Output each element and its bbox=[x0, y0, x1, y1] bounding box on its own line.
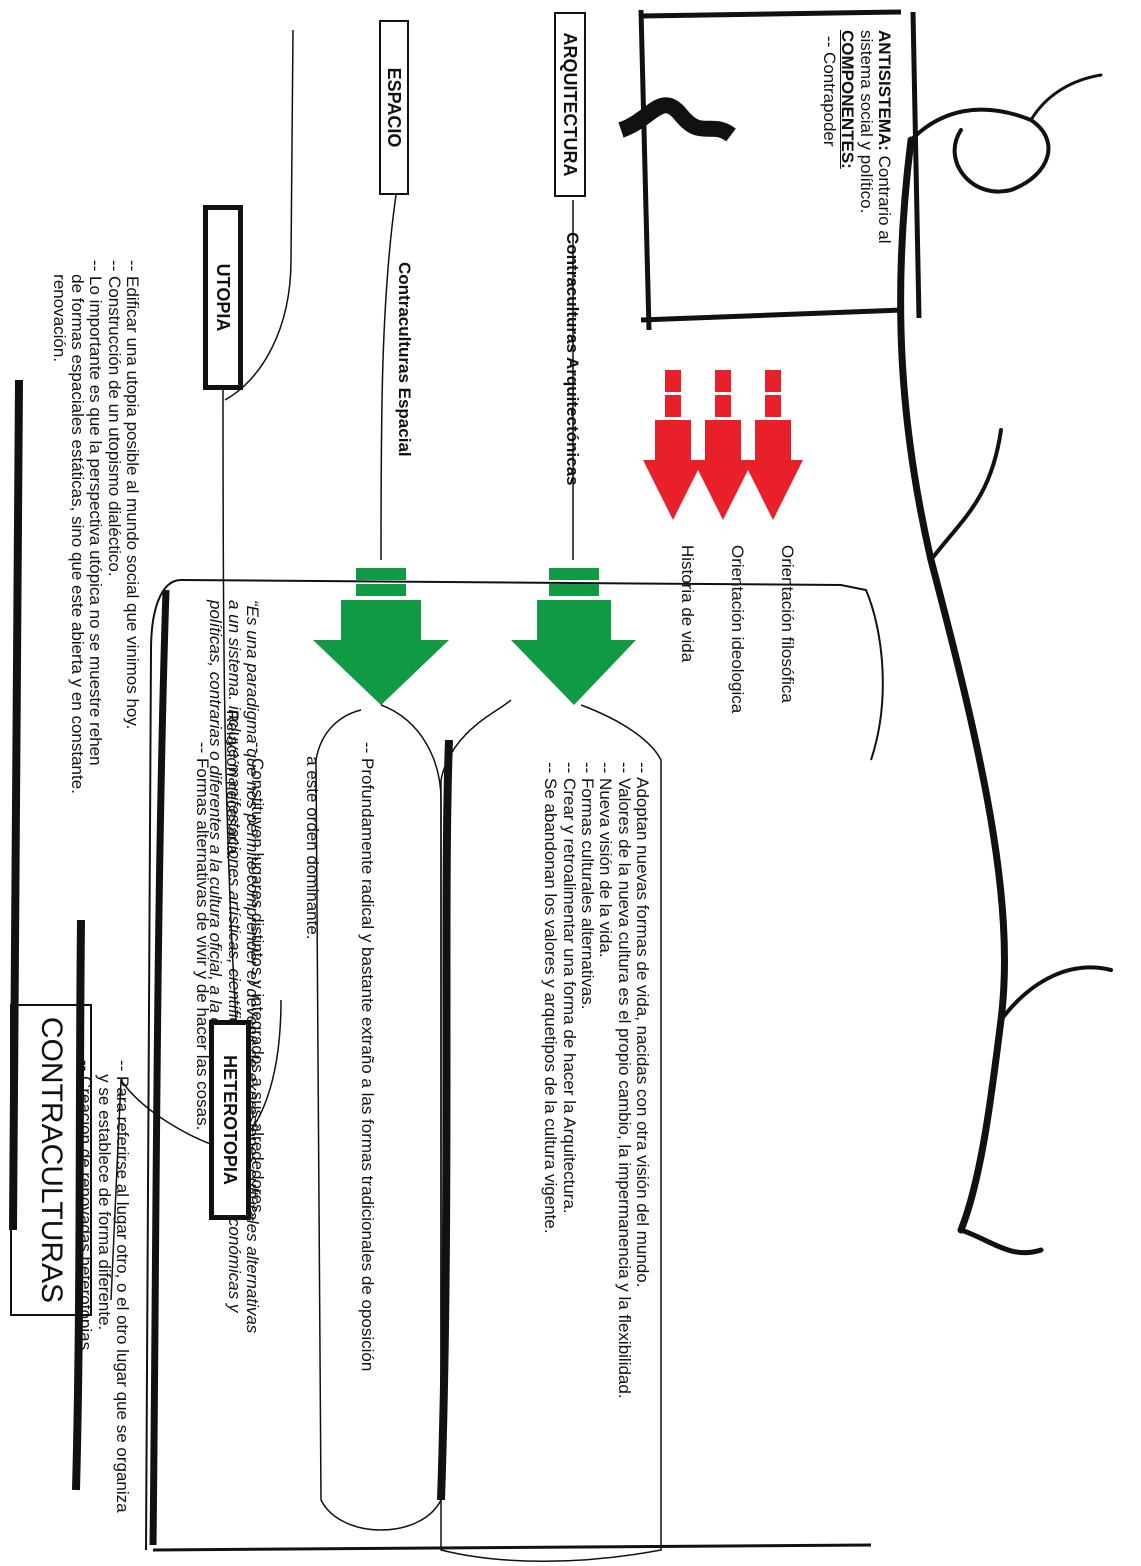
node-utopia: UTOPIA bbox=[203, 205, 243, 390]
list-item: -- Construcción de un utopismo dialéctic… bbox=[104, 260, 124, 577]
espacio-list: -- Profundamente radical y bastante extr… bbox=[156, 742, 413, 1371]
heterotopia-list: -- Para referirse al lugar otro, o el ot… bbox=[76, 1060, 132, 1513]
red-arrow bbox=[693, 370, 753, 520]
list-item: de formas espaciales estáticas, sino que… bbox=[67, 260, 87, 794]
antisistema-frame bbox=[638, 9, 922, 331]
orientation-item: Orientación ideologica bbox=[728, 545, 747, 714]
node-arquitectura-label: ARQUITECTURA bbox=[560, 32, 581, 177]
orientation-item: Historia de vida bbox=[678, 545, 697, 663]
green-arrow bbox=[313, 568, 449, 705]
antisistema-text-2: sistema social y político. bbox=[856, 30, 876, 214]
node-arquitectura: ARQUITECTURA bbox=[554, 12, 586, 197]
list-item: -- Formas culturales alternativas. bbox=[577, 762, 597, 1010]
list-item: -- Adoptan nuevas formas de vida, nacida… bbox=[633, 762, 652, 1288]
node-utopia-label: UTOPIA bbox=[213, 263, 234, 332]
list-item: -- Valores de la nueva cultura es el pro… bbox=[614, 762, 634, 1399]
list-item: renovación. bbox=[49, 260, 69, 363]
list-item: -- Nueva visión de la vida. bbox=[596, 762, 616, 958]
branch-label-espacial: Contraculturas Espacial bbox=[395, 262, 414, 457]
page-title: CONTRACULTURAS bbox=[35, 1016, 68, 1304]
knot-connector bbox=[617, 97, 736, 142]
node-espacio: ESPACIO bbox=[379, 20, 409, 195]
green-arrows bbox=[313, 568, 636, 705]
list-item: -- Profundamente radical y bastante extr… bbox=[358, 742, 378, 1372]
node-espacio-label: ESPACIO bbox=[384, 67, 405, 148]
list-item: -- Creación de renovadas heterotopias. bbox=[76, 1060, 96, 1355]
branch-label-arquitectonicas: Contraculturas Arquitectónicas bbox=[563, 232, 582, 486]
list-item: -- Constituyen lugares distintos y integ… bbox=[248, 742, 268, 1223]
red-arrow bbox=[743, 370, 803, 520]
utopia-list: -- Edificar una utopia posible al mundo … bbox=[49, 260, 142, 794]
brush-strokes bbox=[9, 379, 453, 1501]
list-item: -- Crear y retroalimentar una forma de h… bbox=[559, 762, 579, 1214]
connector-lines bbox=[110, 29, 662, 1562]
list-item: a este orden dominante. bbox=[303, 742, 323, 940]
antisistema-block: ANTISISTEMA: Contrario al sistema social… bbox=[819, 30, 894, 244]
list-item: -- Se abandonan los valores y arquetipos… bbox=[541, 762, 561, 1234]
list-item: -- Formas alternativas de vivir y de hac… bbox=[193, 742, 213, 1131]
tree-illustration bbox=[897, 73, 1113, 1256]
red-arrow bbox=[643, 370, 703, 520]
list-item: -- Lo importante es que la perspectiva u… bbox=[86, 260, 106, 766]
list-item: -- Para referirse al lugar otro, o el ot… bbox=[113, 1060, 132, 1513]
arquitectura-list: -- Adoptan nuevas formas de vida, nacida… bbox=[541, 762, 652, 1399]
antisistema-label: ANTISISTEMA: bbox=[875, 30, 894, 151]
antisistema-text: Contrario al bbox=[875, 150, 894, 244]
green-arrow bbox=[511, 568, 636, 705]
list-item: y se establece de forma diferente. bbox=[94, 1060, 114, 1331]
red-arrows bbox=[643, 370, 803, 520]
list-item: -- Edificar una utopia posible al mundo … bbox=[123, 260, 142, 730]
componentes-label: COMPONENTES: bbox=[838, 30, 858, 169]
contrapoder-item: -- Contrapoder bbox=[819, 36, 839, 147]
quote-outline bbox=[145, 578, 884, 1552]
orientation-item: Orientación filosófica bbox=[778, 545, 797, 703]
